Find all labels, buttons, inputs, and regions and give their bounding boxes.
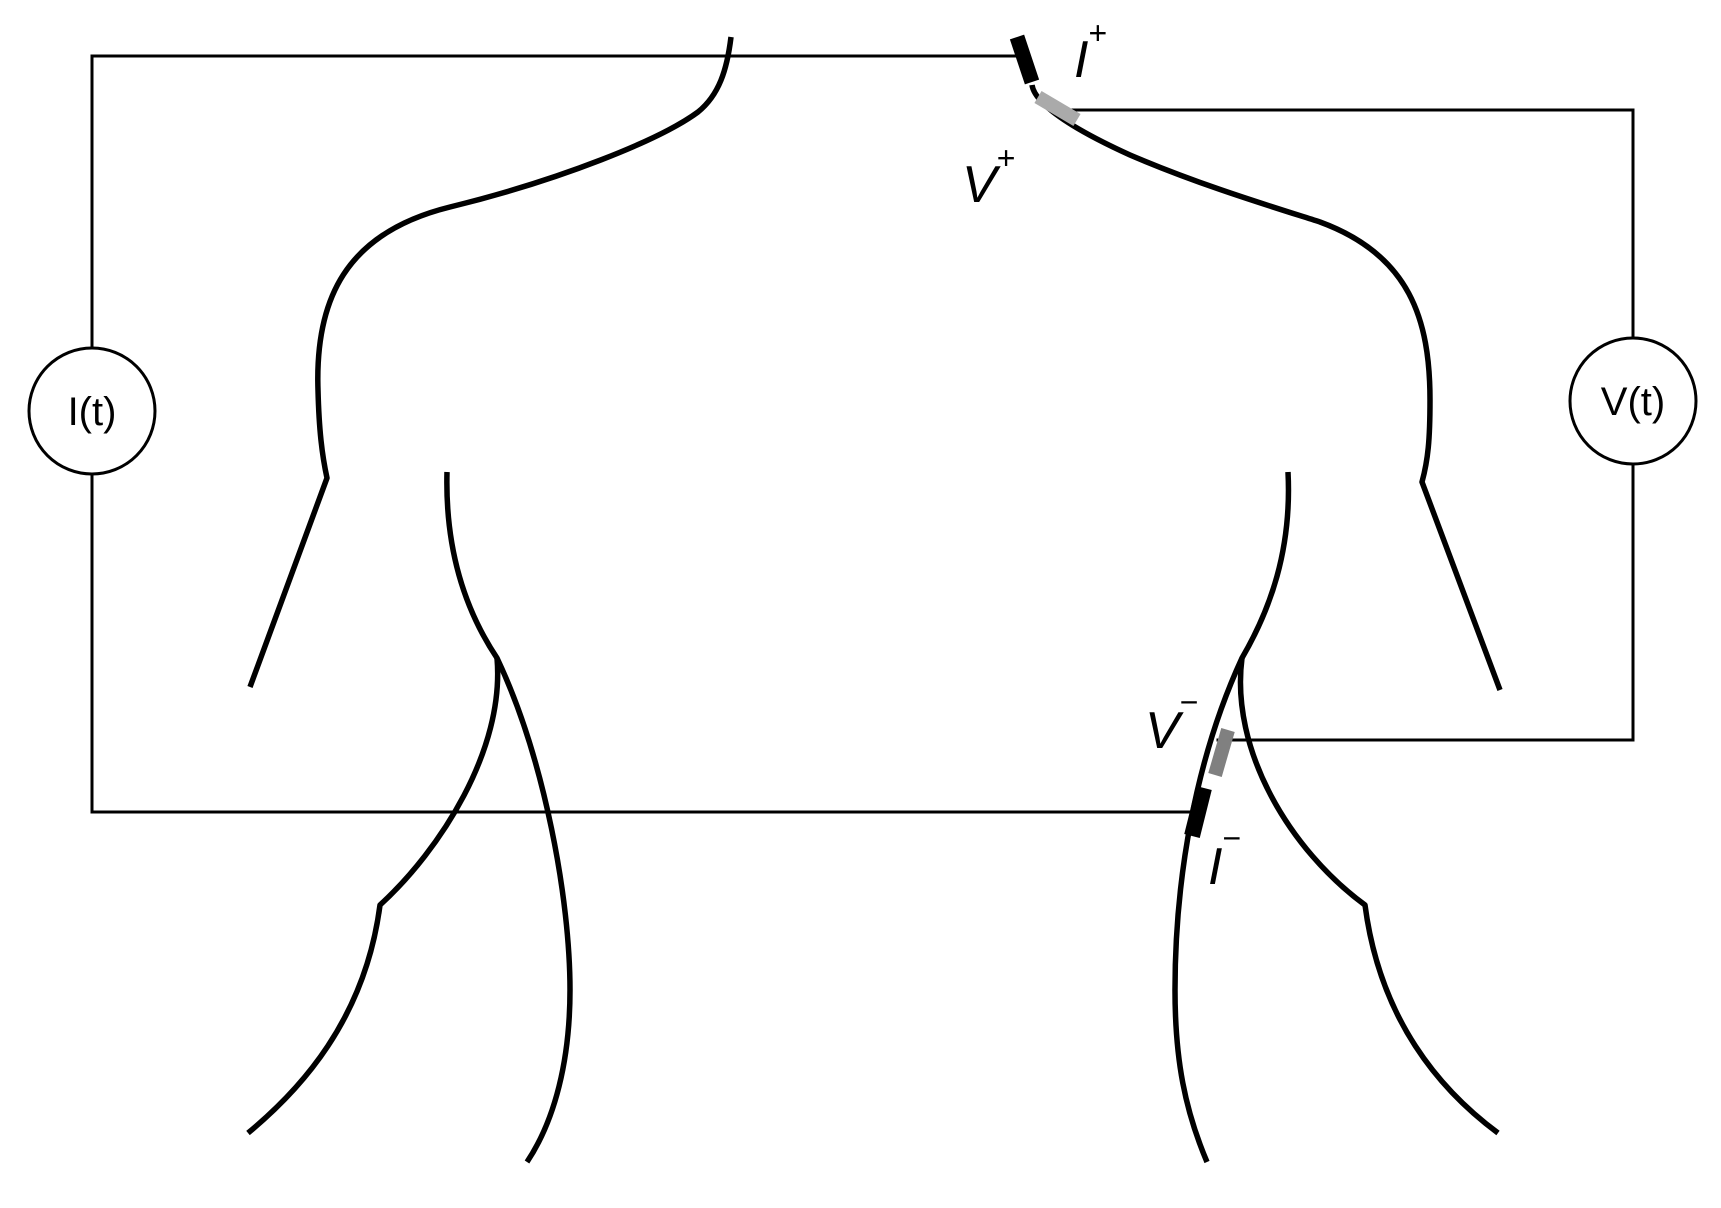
v-plus-superscript: + — [997, 140, 1016, 176]
i-plus-symbol: I — [1074, 31, 1088, 89]
v-minus-symbol: V — [1145, 702, 1184, 760]
circuit-wires — [90, 54, 1635, 814]
i-plus-superscript: + — [1088, 15, 1107, 51]
i-minus-label: I− — [1208, 820, 1241, 896]
i-minus-superscript: − — [1222, 820, 1241, 856]
voltmeter: V(t) — [1568, 336, 1698, 466]
v-plus-electrode — [1034, 90, 1081, 127]
left-chest-curve — [444, 471, 573, 1164]
left-lower-flank — [246, 657, 501, 1136]
i-plus-electrode — [1009, 34, 1040, 85]
neck-left-shoulder-left-arm-outline — [247, 36, 734, 688]
v-minus-electrode — [1208, 728, 1235, 777]
v-minus-label: V− — [1145, 684, 1198, 760]
current-source-wire-top — [90, 54, 1022, 352]
voltmeter-circle — [1568, 336, 1698, 466]
i-minus-symbol: I — [1208, 838, 1222, 896]
v-plus-symbol: V — [962, 156, 1001, 214]
i-plus-label: I+ — [1074, 15, 1107, 89]
i-minus-electrode — [1184, 786, 1212, 838]
electrodes — [1009, 34, 1235, 838]
electrode-labels: I+ V+ V− I− — [962, 15, 1241, 896]
current-source-meter: I(t) — [27, 346, 157, 476]
current-source-wire-bottom — [90, 470, 1192, 814]
voltmeter-wire-bottom — [1216, 460, 1635, 742]
v-plus-label: V+ — [962, 140, 1015, 214]
v-minus-superscript: − — [1180, 684, 1199, 720]
current-source-circle — [27, 346, 157, 476]
current-source-label: I(t) — [68, 390, 117, 434]
right-lower-flank — [1237, 657, 1500, 1136]
neck-right-shoulder-right-arm-outline — [1029, 84, 1503, 691]
torso-outline — [246, 36, 1503, 1164]
voltmeter-wire-top — [1063, 108, 1635, 342]
voltmeter-label: V(t) — [1601, 380, 1665, 424]
